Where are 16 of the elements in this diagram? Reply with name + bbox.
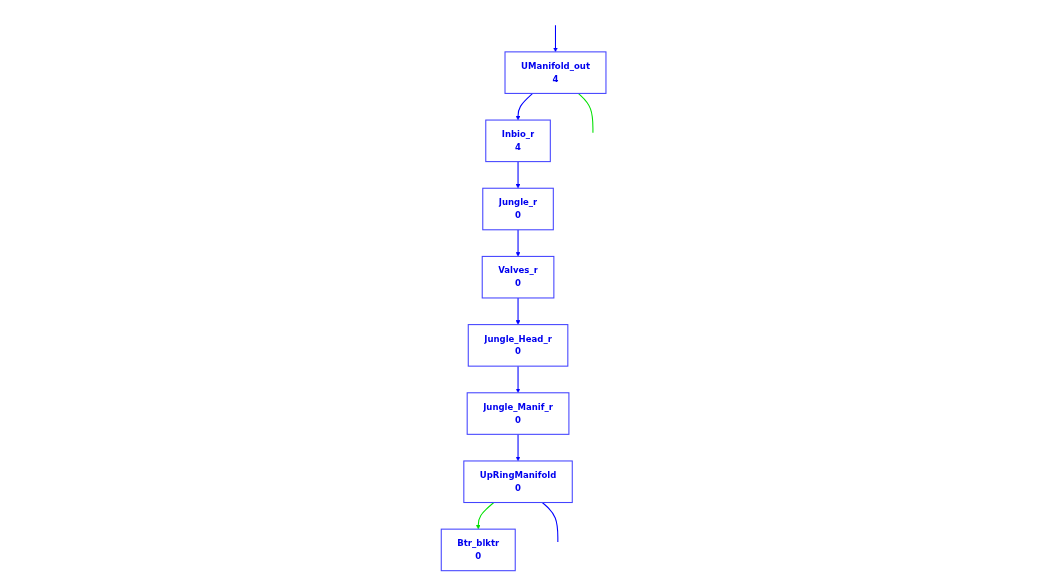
arrow [515,161,521,189]
arrow [475,502,495,530]
node-box: Jungle_Head_r 0 [467,324,569,367]
node-box: Jungle_r 0 [482,187,554,231]
arrow [515,433,521,462]
arrow [515,297,521,325]
node-box: Jungle_Manif_r 0 [466,392,570,435]
node-box: Inbio_r 4 [485,119,551,163]
node-box: UpRingManifold 0 [463,460,573,504]
arrow [553,24,558,53]
node-box: Btr_blktr 0 [440,528,516,572]
arrow [515,365,521,393]
arrow [515,92,534,121]
node-box: UManifold_out 4 [504,51,607,94]
arrow [515,229,521,257]
node-box: Valves_r 0 [481,255,555,299]
